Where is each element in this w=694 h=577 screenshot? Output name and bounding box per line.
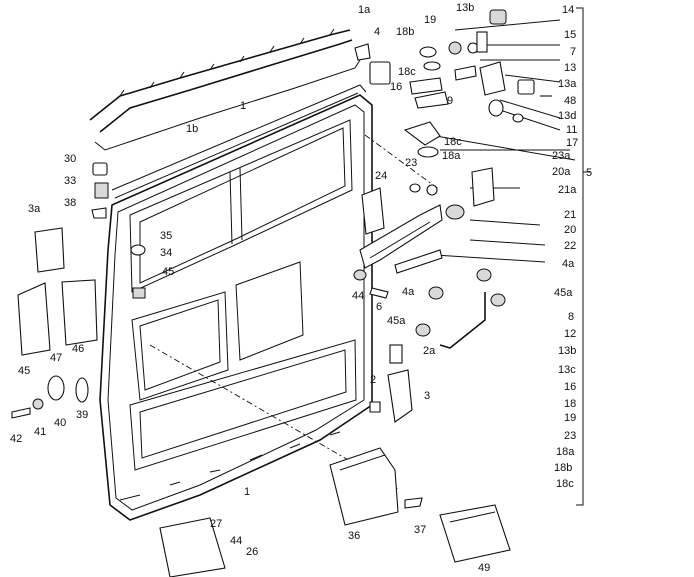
callout-45-left: 45 — [162, 266, 175, 278]
callout-34: 34 — [160, 247, 173, 259]
callout-30: 30 — [64, 153, 77, 165]
callout-2a: 2a — [423, 345, 436, 357]
door-panel — [99, 84, 373, 521]
callout-13b-list: 13b — [558, 345, 577, 357]
callout-12: 12 — [564, 328, 577, 340]
callout-13d: 13d — [558, 110, 577, 122]
hinge-parts-top — [354, 9, 552, 158]
callout-42: 42 — [10, 433, 23, 445]
callout-18b: 18b — [396, 26, 415, 38]
callout-18a-mid: 18a — [442, 150, 461, 162]
callout-47: 47 — [50, 352, 63, 364]
callout-45a-mid: 45a — [387, 315, 406, 327]
trim-strip-1b — [89, 28, 361, 151]
callout-1a: 1a — [358, 4, 371, 16]
callout-23a: 23a — [552, 150, 571, 162]
callout-13a: 13a — [558, 78, 577, 90]
callout-45-bottom: 45 — [18, 365, 31, 377]
callout-44-mid: 44 — [352, 290, 365, 302]
callout-46: 46 — [72, 343, 85, 355]
callout-18c-list: 18c — [556, 478, 574, 490]
callout-8: 8 — [568, 311, 575, 323]
callout-13: 13 — [564, 62, 577, 74]
callout-40: 40 — [54, 417, 67, 429]
callout-26: 26 — [246, 546, 259, 558]
callout-16-list: 16 — [564, 381, 577, 393]
callout-19: 19 — [424, 14, 437, 26]
callout-4: 4 — [374, 26, 381, 38]
callout-21: 21 — [564, 209, 577, 221]
callout-20: 20 — [564, 224, 577, 236]
callout-3a: 3a — [28, 203, 41, 215]
callout-18c-mid: 18c — [444, 136, 462, 148]
callout-16: 16 — [390, 81, 403, 93]
callout-49: 49 — [478, 562, 491, 574]
callout-15: 15 — [564, 29, 577, 41]
callout-6: 6 — [376, 301, 383, 313]
callout-19-list: 19 — [564, 412, 577, 424]
callout-4a-right: 4a — [562, 258, 575, 270]
callout-36: 36 — [348, 530, 361, 542]
callout-18: 18 — [564, 398, 577, 410]
callout-45a-right: 45a — [554, 287, 573, 299]
callout-21a: 21a — [558, 184, 577, 196]
callout-20a: 20a — [552, 166, 571, 178]
group-bracket — [576, 7, 590, 506]
callout-14: 14 — [562, 4, 575, 16]
callout-39: 39 — [76, 409, 89, 421]
callout-27: 27 — [210, 518, 223, 530]
callout-13b: 13b — [456, 2, 475, 14]
callout-17: 17 — [566, 137, 579, 149]
callout-1-top: 1 — [240, 100, 247, 112]
callout-18c-top: 18c — [398, 66, 416, 78]
callout-2: 2 — [370, 374, 377, 386]
callout-35: 35 — [160, 230, 173, 242]
callout-41: 41 — [34, 426, 47, 438]
callout-24: 24 — [375, 170, 388, 182]
callout-18b-list: 18b — [554, 462, 573, 474]
callout-48: 48 — [564, 95, 577, 107]
callout-18a-list: 18a — [556, 446, 575, 458]
callout-5: 5 — [586, 167, 593, 179]
callout-33: 33 — [64, 175, 77, 187]
bottom-parts — [159, 447, 511, 577]
callout-37: 37 — [414, 524, 427, 536]
callout-44-bottom: 44 — [230, 535, 243, 547]
callout-7: 7 — [570, 46, 577, 58]
callout-9: 9 — [447, 95, 454, 107]
callout-11: 11 — [566, 124, 578, 136]
callout-3: 3 — [424, 390, 431, 402]
callout-1-bottom: 1 — [244, 486, 251, 498]
callout-23: 23 — [405, 157, 418, 169]
callout-23-list: 23 — [564, 430, 577, 442]
callout-38: 38 — [64, 197, 77, 209]
callout-1b: 1b — [186, 123, 199, 135]
callout-13c: 13c — [558, 364, 576, 376]
callout-4a-mid: 4a — [402, 286, 415, 298]
callout-22: 22 — [564, 240, 577, 252]
latch-mechanism — [359, 167, 506, 423]
left-hardware — [11, 162, 389, 419]
